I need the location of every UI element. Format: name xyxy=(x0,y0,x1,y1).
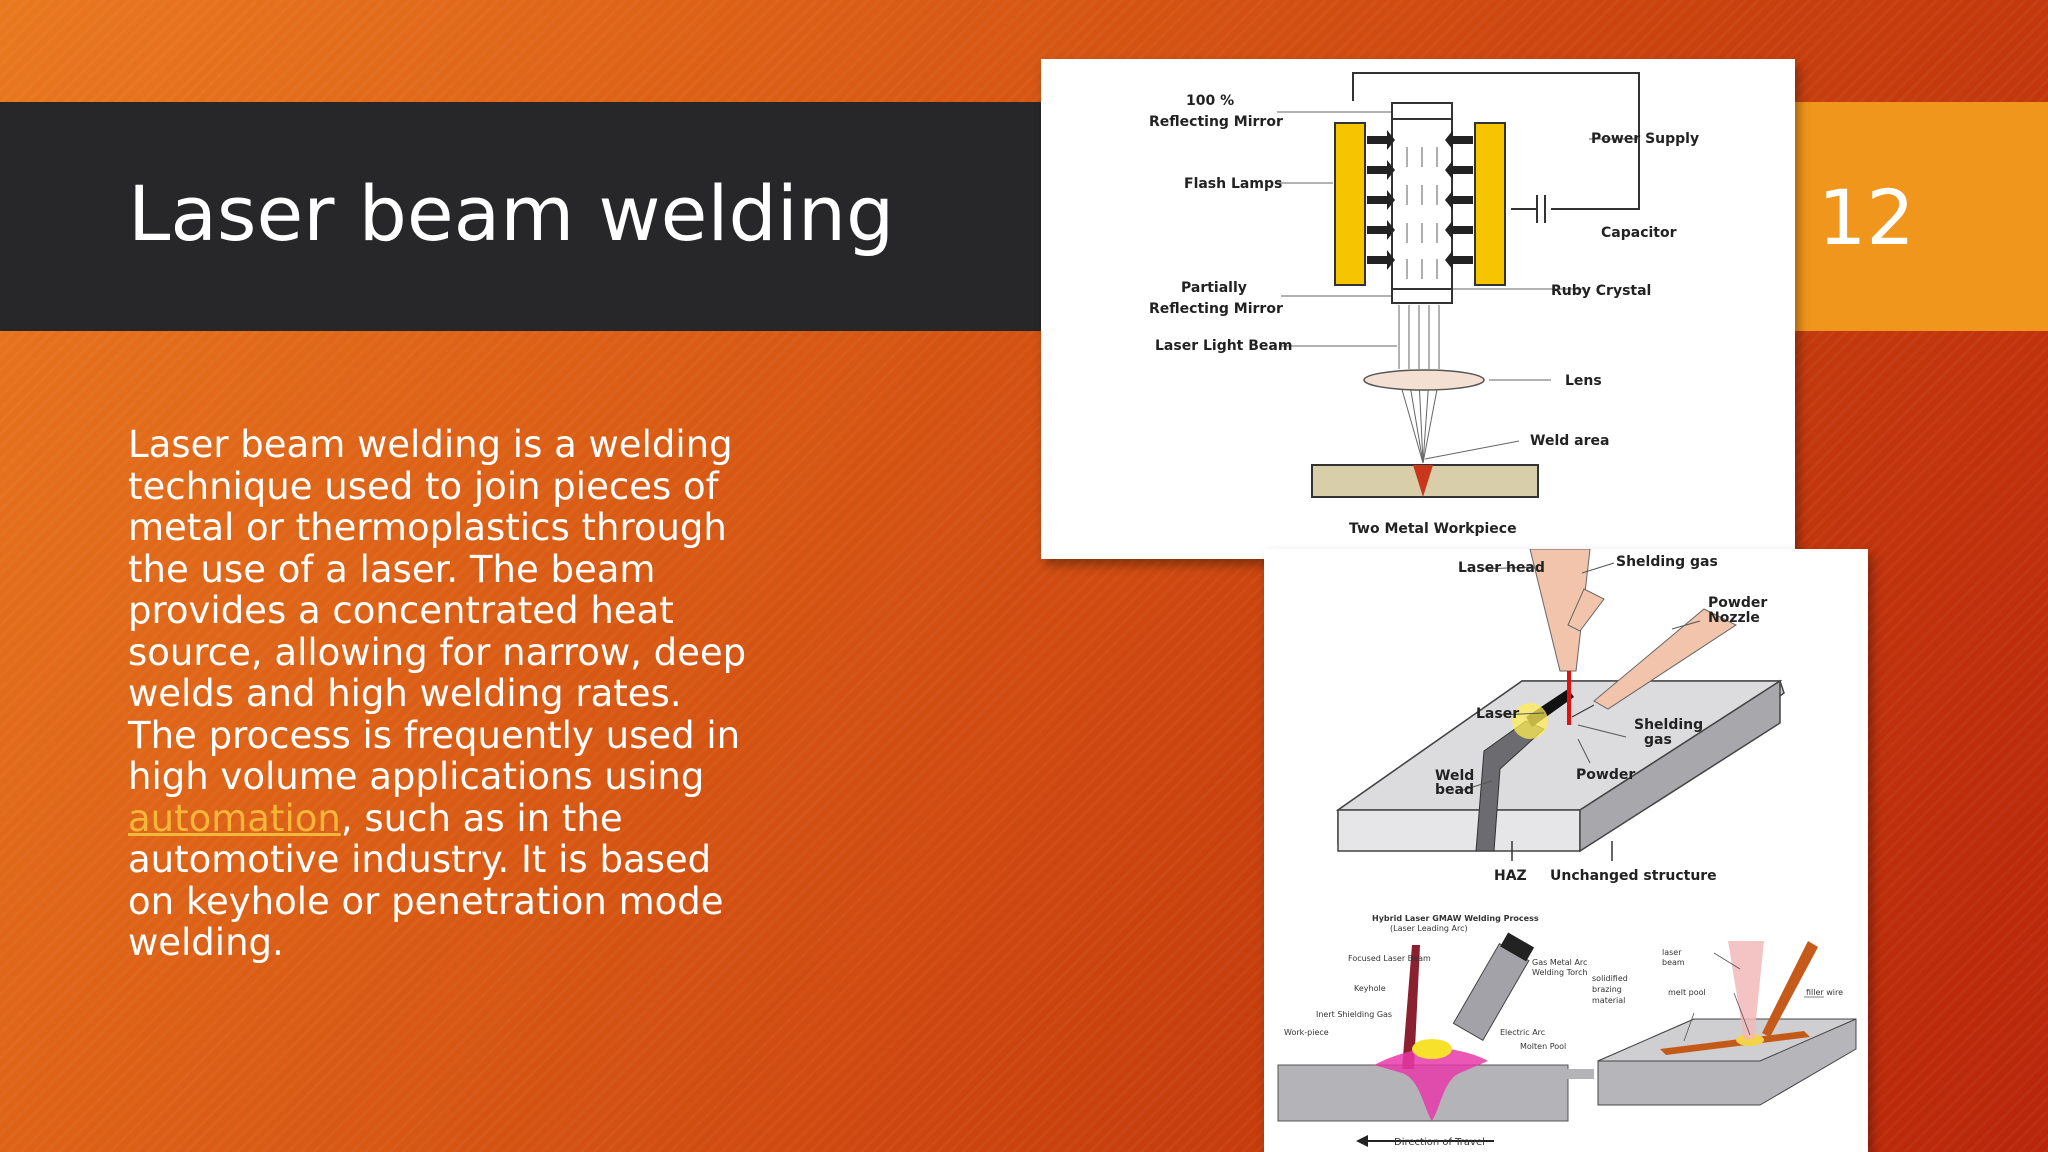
label-haz: HAZ xyxy=(1494,868,1527,884)
page-number: 12 xyxy=(1818,173,1915,262)
label-material: material xyxy=(1592,996,1625,1005)
ruby-laser-diagram: 100 % Reflecting Mirror Flash Lamps Part… xyxy=(1041,59,1795,559)
label-nozzle: Nozzle xyxy=(1708,610,1760,626)
label-gas: gas xyxy=(1644,732,1672,748)
label-two-metal-workpiece: Two Metal Workpiece xyxy=(1349,521,1517,537)
automation-link[interactable]: automation xyxy=(128,796,341,840)
label-capacitor: Capacitor xyxy=(1601,225,1677,241)
label-focused-beam: Focused Laser Beam xyxy=(1348,954,1431,963)
label-melt-pool: melt pool xyxy=(1668,988,1706,997)
page-number-box xyxy=(1794,102,2048,331)
label-solidified: solidified xyxy=(1592,974,1628,983)
slide-title: Laser beam welding xyxy=(128,169,895,258)
label-gmaw-torch-a: Gas Metal Arc xyxy=(1532,958,1587,967)
label-laser-beam-a: laser xyxy=(1662,948,1682,957)
label-powder: Powder xyxy=(1708,595,1767,611)
label-shielding-gas-top: Shelding gas xyxy=(1616,554,1718,570)
body-text-part-2: , such as in the automotive industry. It… xyxy=(128,796,724,964)
label-bead: bead xyxy=(1435,782,1474,798)
laser-welding-illustrations: Laser head Shelding gas Powder Nozzle La… xyxy=(1264,549,1868,1152)
label-laser-head: Laser head xyxy=(1458,560,1545,576)
label-reflecting-mirror: Reflecting Mirror xyxy=(1149,114,1283,130)
label-ruby-crystal: Ruby Crystal xyxy=(1551,283,1651,299)
body-text-part-1: Laser beam welding is a welding techniqu… xyxy=(128,423,747,798)
label-shielding: Shelding xyxy=(1634,717,1703,733)
title-bar xyxy=(0,102,1046,331)
label-100-percent: 100 % xyxy=(1186,93,1234,109)
label-direction-of-travel: Direction of Travel xyxy=(1394,1137,1485,1148)
label-unchanged-structure: Unchanged structure xyxy=(1550,868,1717,884)
label-filler-wire: filler wire xyxy=(1806,988,1843,997)
label-hybrid-title: Hybrid Laser GMAW Welding Process xyxy=(1372,914,1539,923)
label-power-supply: Power Supply xyxy=(1591,131,1699,147)
label-lens: Lens xyxy=(1565,373,1602,389)
label-laser-beam-b: beam xyxy=(1662,958,1685,967)
label-brazing: brazing xyxy=(1592,985,1622,994)
body-text: Laser beam welding is a welding techniqu… xyxy=(128,424,748,964)
label-inert-gas: Inert Shielding Gas xyxy=(1316,1010,1392,1019)
label-electric-arc: Electric Arc xyxy=(1500,1028,1545,1037)
label-weld: Weld xyxy=(1435,768,1474,784)
label-keyhole: Keyhole xyxy=(1354,984,1386,993)
label-hybrid-subtitle: (Laser Leading Arc) xyxy=(1390,924,1468,933)
label-partially: Partially xyxy=(1181,280,1247,296)
label-work-piece: Work-piece xyxy=(1284,1028,1329,1037)
label-flash-lamps: Flash Lamps xyxy=(1184,176,1282,192)
label-partially-reflecting-mirror: Reflecting Mirror xyxy=(1149,301,1283,317)
label-molten-pool: Molten Pool xyxy=(1520,1042,1566,1051)
label-weld-area: Weld area xyxy=(1530,433,1609,449)
label-laser: Laser xyxy=(1476,706,1519,722)
label-gmaw-torch-b: Welding Torch xyxy=(1532,968,1588,977)
label-laser-light-beam: Laser Light Beam xyxy=(1155,338,1292,354)
label-powder-2: Powder xyxy=(1576,767,1635,783)
